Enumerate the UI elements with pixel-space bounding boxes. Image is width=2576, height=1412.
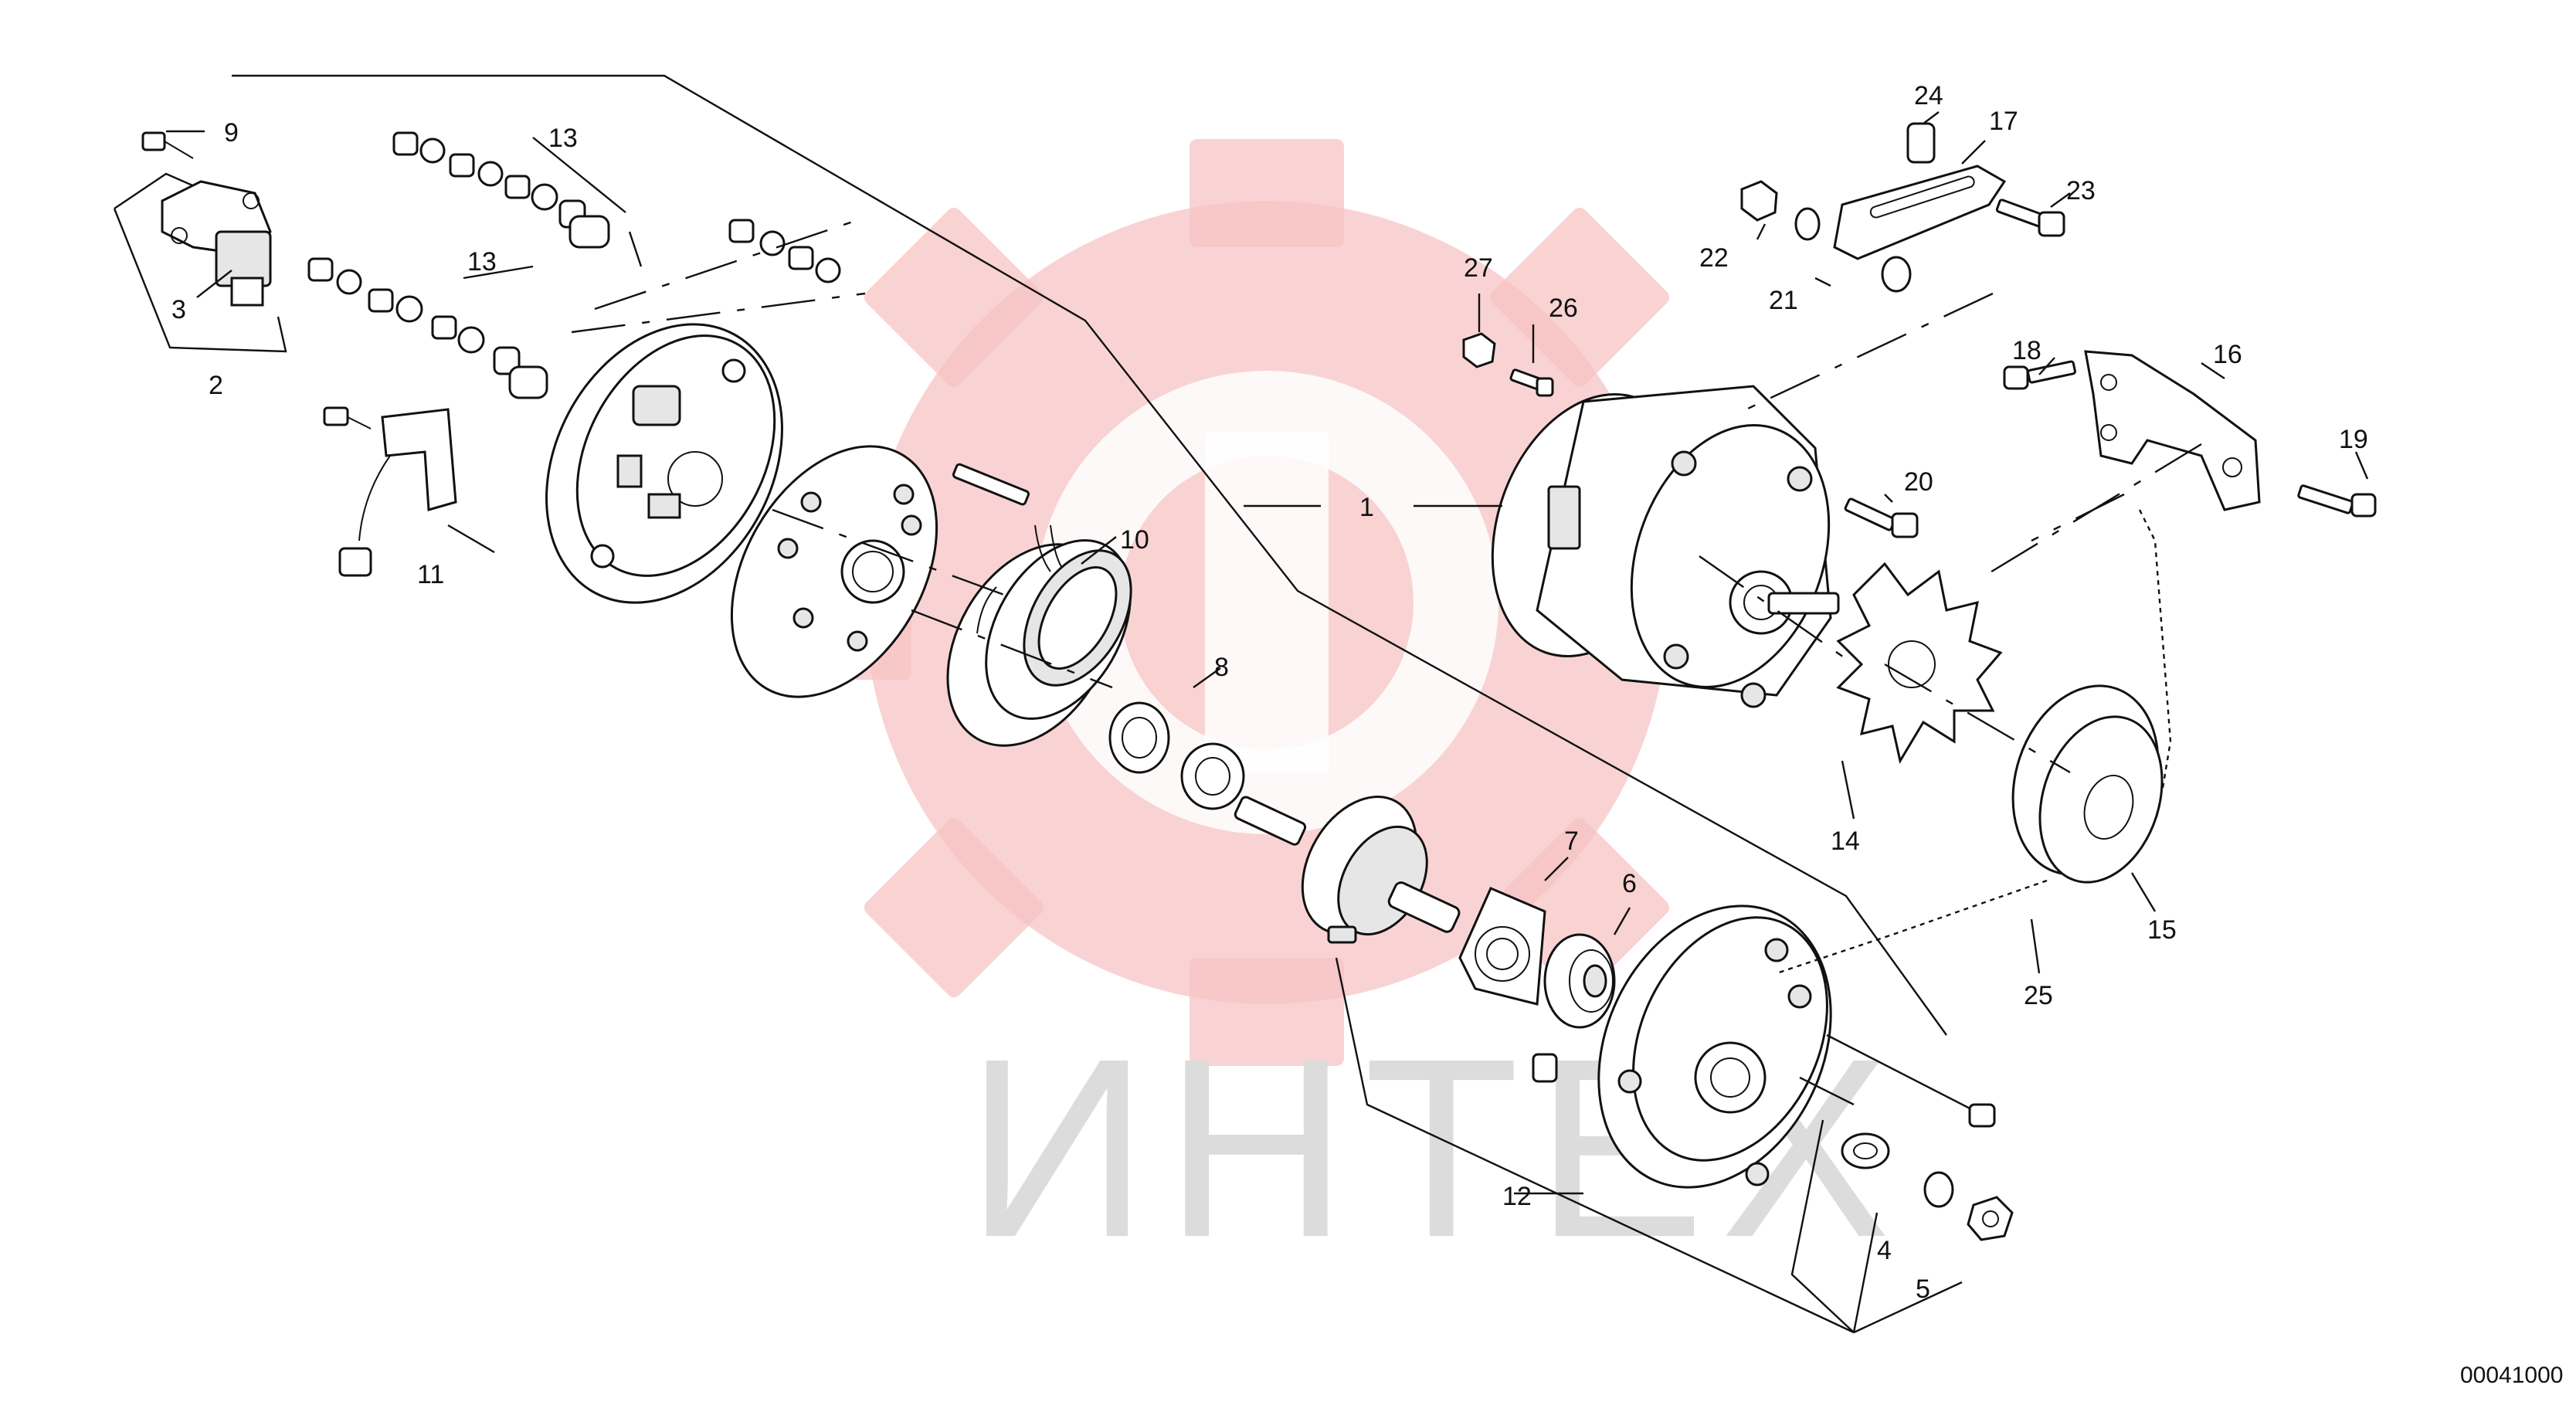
part-screw-9 xyxy=(141,131,194,159)
part-front-housing-12 xyxy=(1532,905,1832,1189)
part-screw-rectifier xyxy=(952,463,1030,506)
part-bolt-23 xyxy=(1995,199,2065,237)
part-rectifier-plate xyxy=(730,445,938,698)
callout-8: 8 xyxy=(1214,653,1229,682)
part-through-bolt xyxy=(1799,1034,1996,1128)
part-nut-27 xyxy=(1462,332,1496,368)
callout-14: 14 xyxy=(1831,826,1860,856)
document-number: 00041000 xyxy=(2460,1363,2563,1388)
callout-16: 16 xyxy=(2213,340,2242,369)
callout-6: 6 xyxy=(1622,869,1637,898)
part-nut-5 xyxy=(1967,1196,2014,1241)
callout-15: 15 xyxy=(2147,915,2177,945)
part-alternator-assembly-1 xyxy=(1491,385,1840,708)
callout-3: 3 xyxy=(171,295,186,324)
part-nut-set-13-upper xyxy=(392,131,610,249)
callout-5: 5 xyxy=(1916,1275,1930,1304)
callout-19: 19 xyxy=(2339,425,2368,454)
part-bolt-19 xyxy=(2297,484,2377,518)
callout-1: 1 xyxy=(1359,493,1374,522)
callout-20: 20 xyxy=(1904,467,1933,497)
part-nut-22 xyxy=(1740,180,1778,222)
part-nut-set-13-lower xyxy=(307,257,548,399)
callout-23: 23 xyxy=(2066,176,2096,205)
part-brush-holder-11 xyxy=(323,406,457,577)
part-stator-10 xyxy=(946,524,1132,747)
part-rear-housing xyxy=(545,323,783,604)
assembly-axis-lines xyxy=(571,219,2202,774)
callout-12: 12 xyxy=(1502,1182,1532,1211)
part-bearing-8 xyxy=(1108,701,1245,810)
part-pulley-15 xyxy=(2011,684,2164,884)
callout-24: 24 xyxy=(1914,81,1943,110)
part-screw-26 xyxy=(1509,368,1554,397)
callout-17: 17 xyxy=(1989,107,2018,136)
callout-21: 21 xyxy=(1769,286,1798,315)
part-washer-21 xyxy=(1794,207,1912,293)
part-spacer-24 xyxy=(1906,122,1936,164)
part-bolt-20 xyxy=(1844,497,1919,538)
part-nut-set-small xyxy=(728,219,841,283)
callout-2: 2 xyxy=(209,371,223,400)
callout-13-lower: 13 xyxy=(467,247,497,277)
part-bearing-6 xyxy=(1543,933,1616,1029)
callout-labels: 9 3 2 13 13 11 10 8 1 7 6 12 4 5 14 15 2… xyxy=(171,81,2368,1304)
part-rotor xyxy=(1234,796,1461,944)
callout-13-upper: 13 xyxy=(548,124,578,153)
callout-18: 18 xyxy=(2012,336,2041,365)
part-voltage-regulator-2 xyxy=(161,180,272,307)
part-bolt-18 xyxy=(2003,360,2076,390)
part-bearing-plate-7 xyxy=(1458,887,1546,1006)
callout-26: 26 xyxy=(1549,294,1578,323)
callout-11: 11 xyxy=(417,560,444,589)
callout-22: 22 xyxy=(1699,243,1729,273)
part-mounting-bracket-16 xyxy=(2084,350,2261,511)
callout-leader-lines xyxy=(166,111,2369,1195)
part-belt-25 xyxy=(1776,509,2172,975)
callout-9: 9 xyxy=(224,118,239,148)
part-tension-arm-17 xyxy=(1833,165,2007,260)
callout-7: 7 xyxy=(1564,826,1579,856)
part-fan-14 xyxy=(1836,562,2003,764)
callout-4: 4 xyxy=(1877,1236,1892,1265)
callout-10: 10 xyxy=(1120,525,1149,555)
callout-27: 27 xyxy=(1464,253,1493,283)
callout-25: 25 xyxy=(2024,981,2053,1010)
part-washer-4 xyxy=(1841,1132,1954,1208)
